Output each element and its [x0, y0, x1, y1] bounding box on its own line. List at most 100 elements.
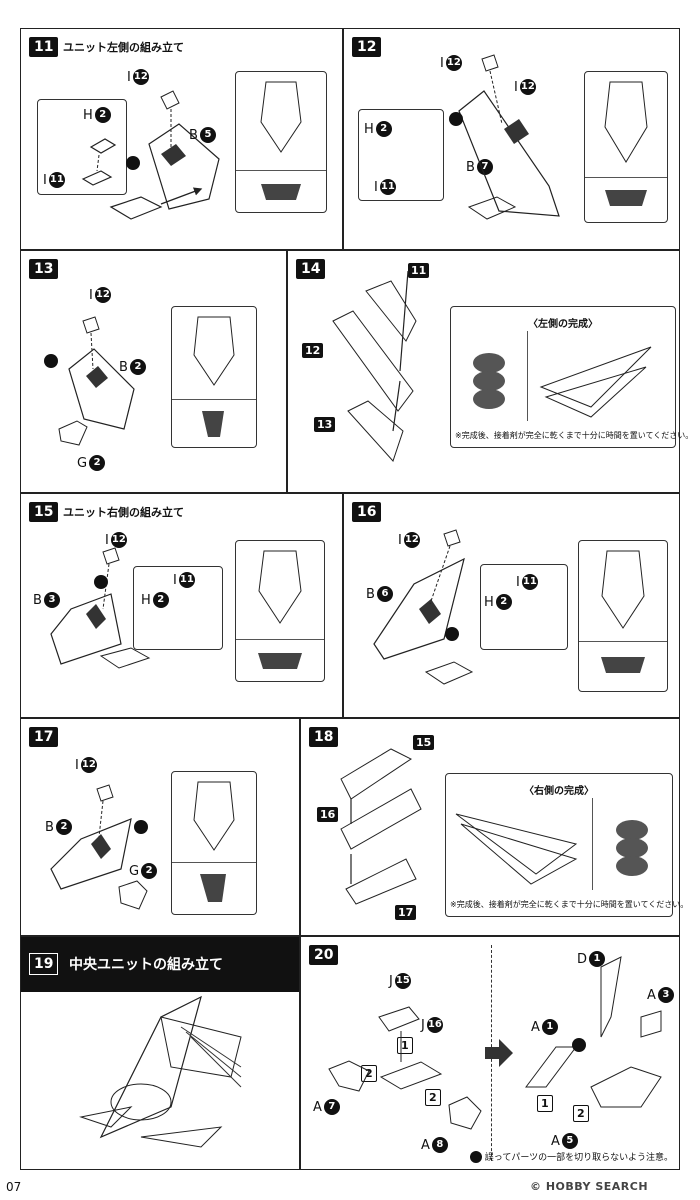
step-title: ユニット右側の組み立て	[63, 506, 184, 519]
section-header: 19 中央ユニットの組み立て	[21, 937, 299, 992]
step-reference: 13	[314, 417, 336, 432]
completed-view-box: 〈左側の完成〉 ※完成後、接着剤が完全に乾くまで十分に時間を置いてください。	[450, 306, 693, 448]
reference-illustration	[601, 550, 645, 673]
step-reference: 12	[302, 343, 324, 358]
assembly-illustration	[449, 54, 560, 220]
assembly-illustration	[340, 748, 422, 905]
reference-view-box	[578, 540, 668, 692]
subassembly-box	[358, 109, 444, 201]
assembly-illustration	[525, 956, 662, 1108]
reference-view-box	[171, 771, 257, 915]
step-number: 17	[29, 727, 59, 747]
page-number: 07	[6, 1180, 22, 1194]
step-14-panel: 14 11 12 13 〈左側の完成〉 ※完成後、接着剤が完全に乾くまで十分に時…	[287, 250, 693, 493]
step-reference: 15	[413, 735, 435, 750]
step-number: 20	[309, 945, 339, 965]
reference-view-box	[235, 71, 327, 213]
subassembly-box	[133, 566, 223, 650]
step-number: 16	[352, 502, 382, 522]
step-number: 14	[296, 259, 326, 279]
step-divider	[491, 945, 492, 1161]
sequence-marker: 1	[537, 1095, 553, 1112]
step-title: ユニット左側の組み立て	[63, 41, 184, 54]
assembly-illustration	[81, 90, 220, 220]
warning-icon	[469, 1150, 482, 1163]
completed-illustration	[455, 813, 648, 885]
caution-note: 誤ってパーツの一部を切り取らないよう注意。	[469, 1150, 673, 1163]
reference-view-box	[584, 71, 668, 223]
step-reference: 11	[408, 263, 430, 278]
step-number: 13	[29, 259, 59, 279]
reference-illustration	[258, 550, 302, 669]
reference-illustration	[193, 316, 235, 437]
step-reference: 17	[395, 905, 417, 920]
step-number: 18	[309, 727, 339, 747]
assembly-illustration	[332, 270, 417, 462]
reference-illustration	[604, 81, 648, 206]
step-title: 中央ユニットの組み立て	[69, 957, 223, 973]
step-number: 11	[29, 37, 59, 57]
step-18-panel: 18 15 16 17 〈右側の完成〉 ※完成後、接着剤が完全に乾くまで十分に時…	[300, 718, 688, 936]
sequence-marker: 2	[425, 1089, 441, 1106]
step-19-panel: 19 中央ユニットの組み立て	[20, 936, 300, 1170]
reference-view-box	[171, 306, 257, 448]
assembly-illustration	[328, 1006, 513, 1130]
completed-title: 〈右側の完成〉	[524, 786, 594, 797]
step-number: 12	[352, 37, 382, 57]
assembly-illustration	[50, 547, 151, 669]
step-reference: 16	[317, 807, 339, 822]
completed-illustration	[473, 346, 652, 418]
center-unit-illustration	[79, 995, 242, 1148]
sequence-marker: 2	[573, 1105, 589, 1122]
assembly-illustration	[373, 529, 474, 685]
drying-note: ※完成後、接着剤が完全に乾くまで十分に時間を置いてください。	[455, 431, 694, 440]
step-number: 15	[29, 502, 59, 522]
assembly-illustration	[44, 316, 135, 446]
watermark: © HOBBY SEARCH	[530, 1180, 649, 1193]
reference-illustration	[193, 781, 235, 902]
drying-note: ※完成後、接着剤が完全に乾くまで十分に時間を置いてください。	[450, 900, 689, 909]
completed-title: 〈左側の完成〉	[528, 319, 598, 330]
step-number: 19	[29, 953, 59, 975]
reference-illustration	[260, 81, 302, 200]
completed-view-box: 〈右側の完成〉 ※完成後、接着剤が完全に乾くまで十分に時間を置いてください。	[445, 773, 688, 917]
